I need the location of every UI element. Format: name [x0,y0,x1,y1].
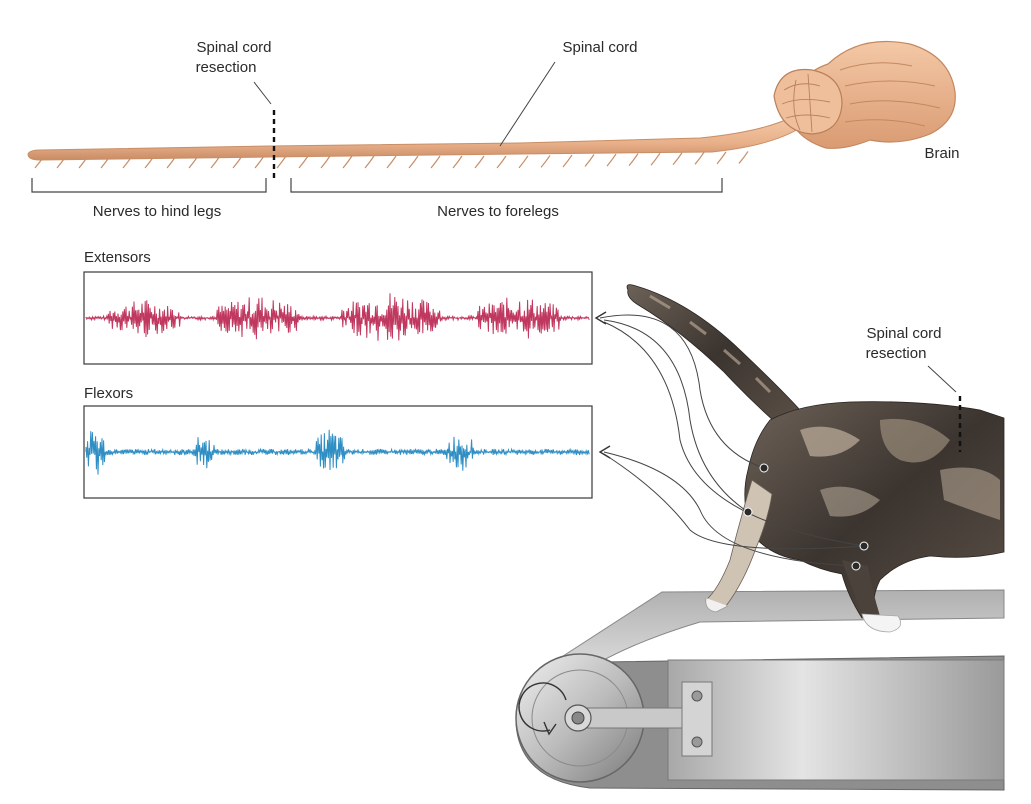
treadmill [515,589,1005,791]
nerve-root [694,151,705,165]
cat-front-paw [861,613,902,633]
nerve-root [738,151,749,164]
nerve-root [562,154,573,168]
hind-legs-bracket [31,178,267,193]
electrode-dot-icon [859,541,869,551]
flexors-label: Flexors [84,385,133,402]
spinal-cord-pointer [499,61,556,147]
brain [773,40,956,149]
spinal-cord-illustration: Spinal cord resection Spinal cord Brain … [27,39,960,220]
brain-label: Brain [924,145,959,162]
nerve-root [496,155,507,169]
electrode-dot-icon [851,561,861,571]
nerve-root [452,155,463,169]
nerve-root [716,151,727,165]
bolt-bottom [691,736,703,748]
nerve-root [276,155,287,169]
treadmill-frame [667,659,1005,781]
nerve-root [518,155,529,169]
counterclockwise-arrow-icon [518,682,567,736]
spinal-cord-label: Spinal cord [562,39,637,56]
arrowhead-flexors [598,445,611,459]
cat-body [744,401,1005,619]
extensors-trace [85,293,590,341]
nerve-root [254,155,265,169]
nerve-root [672,152,683,166]
electrode-dot-icon [743,507,753,517]
nerve-root [386,155,397,169]
nerve-root [364,155,375,169]
nerve-root [320,155,331,169]
flexors-panel: Flexors [83,385,593,499]
nerve-root [584,154,595,167]
cat-front-leg [842,560,880,616]
extensors-label: Extensors [84,249,151,266]
nerve-root [606,153,617,167]
nerves-hind-label: Nerves to hind legs [93,203,221,220]
nerve-root [628,153,639,167]
cat-tail [626,284,801,431]
resection-label-top-line2: resection [196,59,257,76]
resection-pointer-cat [927,365,957,393]
treadmill-belt-top [558,589,1005,663]
nerve-root [408,155,419,169]
nerve-root [540,155,551,168]
forelegs-bracket [290,178,723,193]
electrode-wires [594,311,869,571]
bolt-top [691,690,703,702]
nerve-root [298,155,309,169]
resection-label-cat-line1: Spinal cord [866,325,941,342]
arrowhead-extensors [594,311,607,325]
nerve-root [650,152,661,166]
resection-pointer-top [253,81,272,105]
resection-label-cat-line2: resection [866,345,927,362]
nerve-root [430,155,441,169]
cat: Spinal cord resection [626,284,1005,633]
nerves-fore-label: Nerves to forelegs [437,203,559,220]
spinal-cord [27,117,801,161]
nerve-root [342,155,353,169]
nerve-root [474,155,485,169]
extensors-panel: Extensors [83,249,593,365]
electrode-dot-icon [759,463,769,473]
resection-label-top-line1: Spinal cord [196,39,271,56]
flexors-trace [85,429,590,475]
